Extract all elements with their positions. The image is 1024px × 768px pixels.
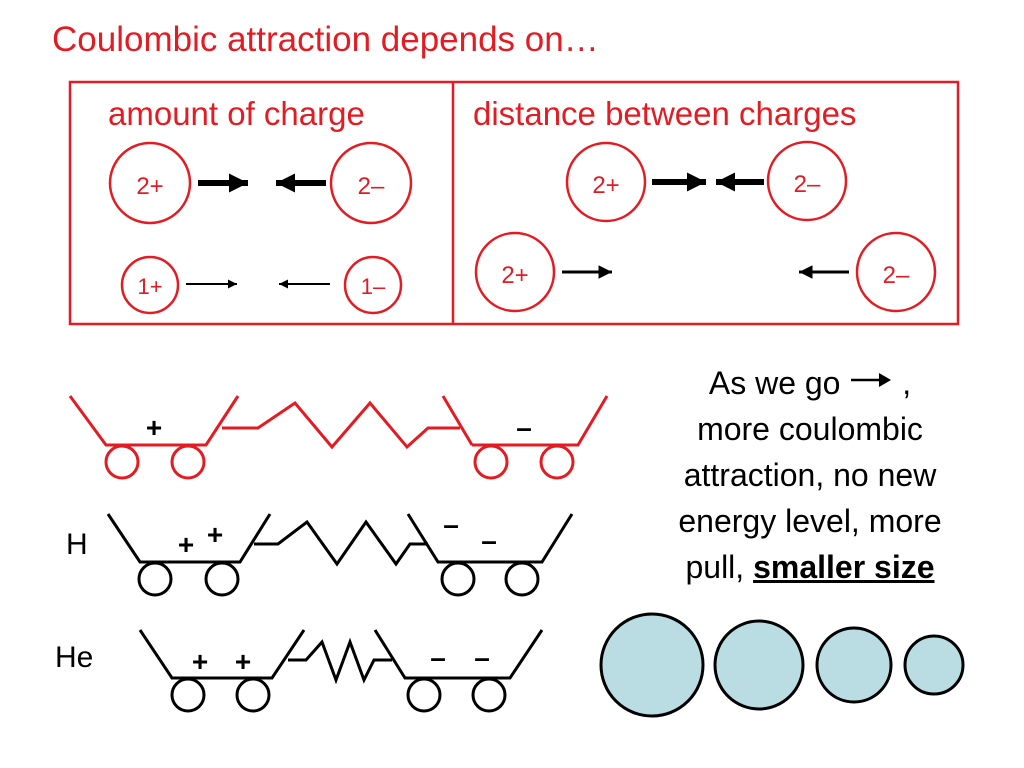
wheel-icon xyxy=(104,444,140,480)
cart-left xyxy=(106,513,272,564)
spring-icon xyxy=(254,519,428,567)
charge-label: 2– xyxy=(358,173,385,200)
emphasis-smaller-size: smaller size xyxy=(753,549,935,585)
wheel-icon xyxy=(204,561,240,597)
minus-sign: – xyxy=(443,509,459,540)
explanation-fragment: As we go xyxy=(708,365,841,401)
minus-sign: – xyxy=(516,412,532,443)
wheel-icon xyxy=(170,677,206,713)
cart-left xyxy=(138,629,306,680)
spring-cart-row-h: + + – – xyxy=(106,509,574,597)
plus-sign: + xyxy=(178,529,194,560)
spring-cart-row-red: + – xyxy=(68,395,609,480)
wheel-icon xyxy=(235,677,271,713)
atom-label-h: H xyxy=(66,528,88,561)
atom-sphere xyxy=(599,612,705,718)
wheel-icon xyxy=(440,561,476,597)
charge-circle-2minus xyxy=(855,231,937,313)
charge-circle-1plus xyxy=(120,255,180,315)
charge-circle-2plus xyxy=(474,231,556,313)
wheel-icon xyxy=(473,444,509,480)
charge-label: 1+ xyxy=(137,274,162,299)
charge-label: 2+ xyxy=(136,173,163,200)
wheel-icon xyxy=(170,444,206,480)
charge-circle-1minus xyxy=(343,255,403,315)
wheel-icon xyxy=(406,677,442,713)
atom-sphere xyxy=(903,634,965,696)
explanation-line: more coulombic xyxy=(697,411,923,447)
column-heading-distance: distance between charges xyxy=(473,95,857,132)
charge-circle-2plus xyxy=(108,141,192,225)
arrow-right-icon xyxy=(851,372,892,387)
wheel-icon xyxy=(137,561,173,597)
cart-right xyxy=(472,395,609,447)
wheel-icon xyxy=(539,444,575,480)
cart-right xyxy=(373,629,544,680)
charge-label: 2+ xyxy=(501,262,528,289)
plus-sign: + xyxy=(207,519,223,550)
spring-icon xyxy=(288,637,392,685)
cart-left xyxy=(68,395,240,447)
column-heading-amount: amount of charge xyxy=(108,95,365,132)
wheel-icon xyxy=(471,677,507,713)
minus-sign: – xyxy=(430,642,446,673)
explanation-fragment: , xyxy=(902,365,912,401)
charge-label: 2+ xyxy=(592,172,619,199)
atom-sphere xyxy=(713,619,805,711)
charge-label: 2– xyxy=(883,262,910,289)
slide-title: Coulombic attraction depends on… xyxy=(52,20,599,59)
explanation-fragment: pull, xyxy=(685,549,754,585)
atom-sphere xyxy=(815,626,893,704)
minus-sign: – xyxy=(481,525,497,556)
plus-sign: + xyxy=(235,646,251,677)
atom-label-he: He xyxy=(55,641,94,674)
plus-sign: + xyxy=(192,646,208,677)
charge-label: 2– xyxy=(794,171,821,198)
cart-right xyxy=(406,513,574,564)
minus-sign: – xyxy=(474,642,490,673)
wheel-icon xyxy=(504,561,540,597)
charge-circle-2minus xyxy=(329,141,413,225)
comparison-table xyxy=(68,80,960,326)
charge-circle-2minus xyxy=(766,140,848,222)
charge-label: 1– xyxy=(361,274,386,299)
explanation-line: pull, smaller size xyxy=(620,544,1000,590)
atom-size-sequence xyxy=(599,612,965,718)
explanation-line: attraction, no new xyxy=(683,457,937,493)
charge-circle-2plus xyxy=(565,141,647,223)
explanation-line: energy level, more xyxy=(678,503,942,539)
spring-cart-row-he: + + – – xyxy=(138,629,544,713)
plus-sign: + xyxy=(146,412,162,443)
explanation-text: As we go , more coulombic attraction, no… xyxy=(620,360,1000,590)
spring-icon xyxy=(222,400,460,450)
explanation-line: As we go , xyxy=(620,360,1000,406)
